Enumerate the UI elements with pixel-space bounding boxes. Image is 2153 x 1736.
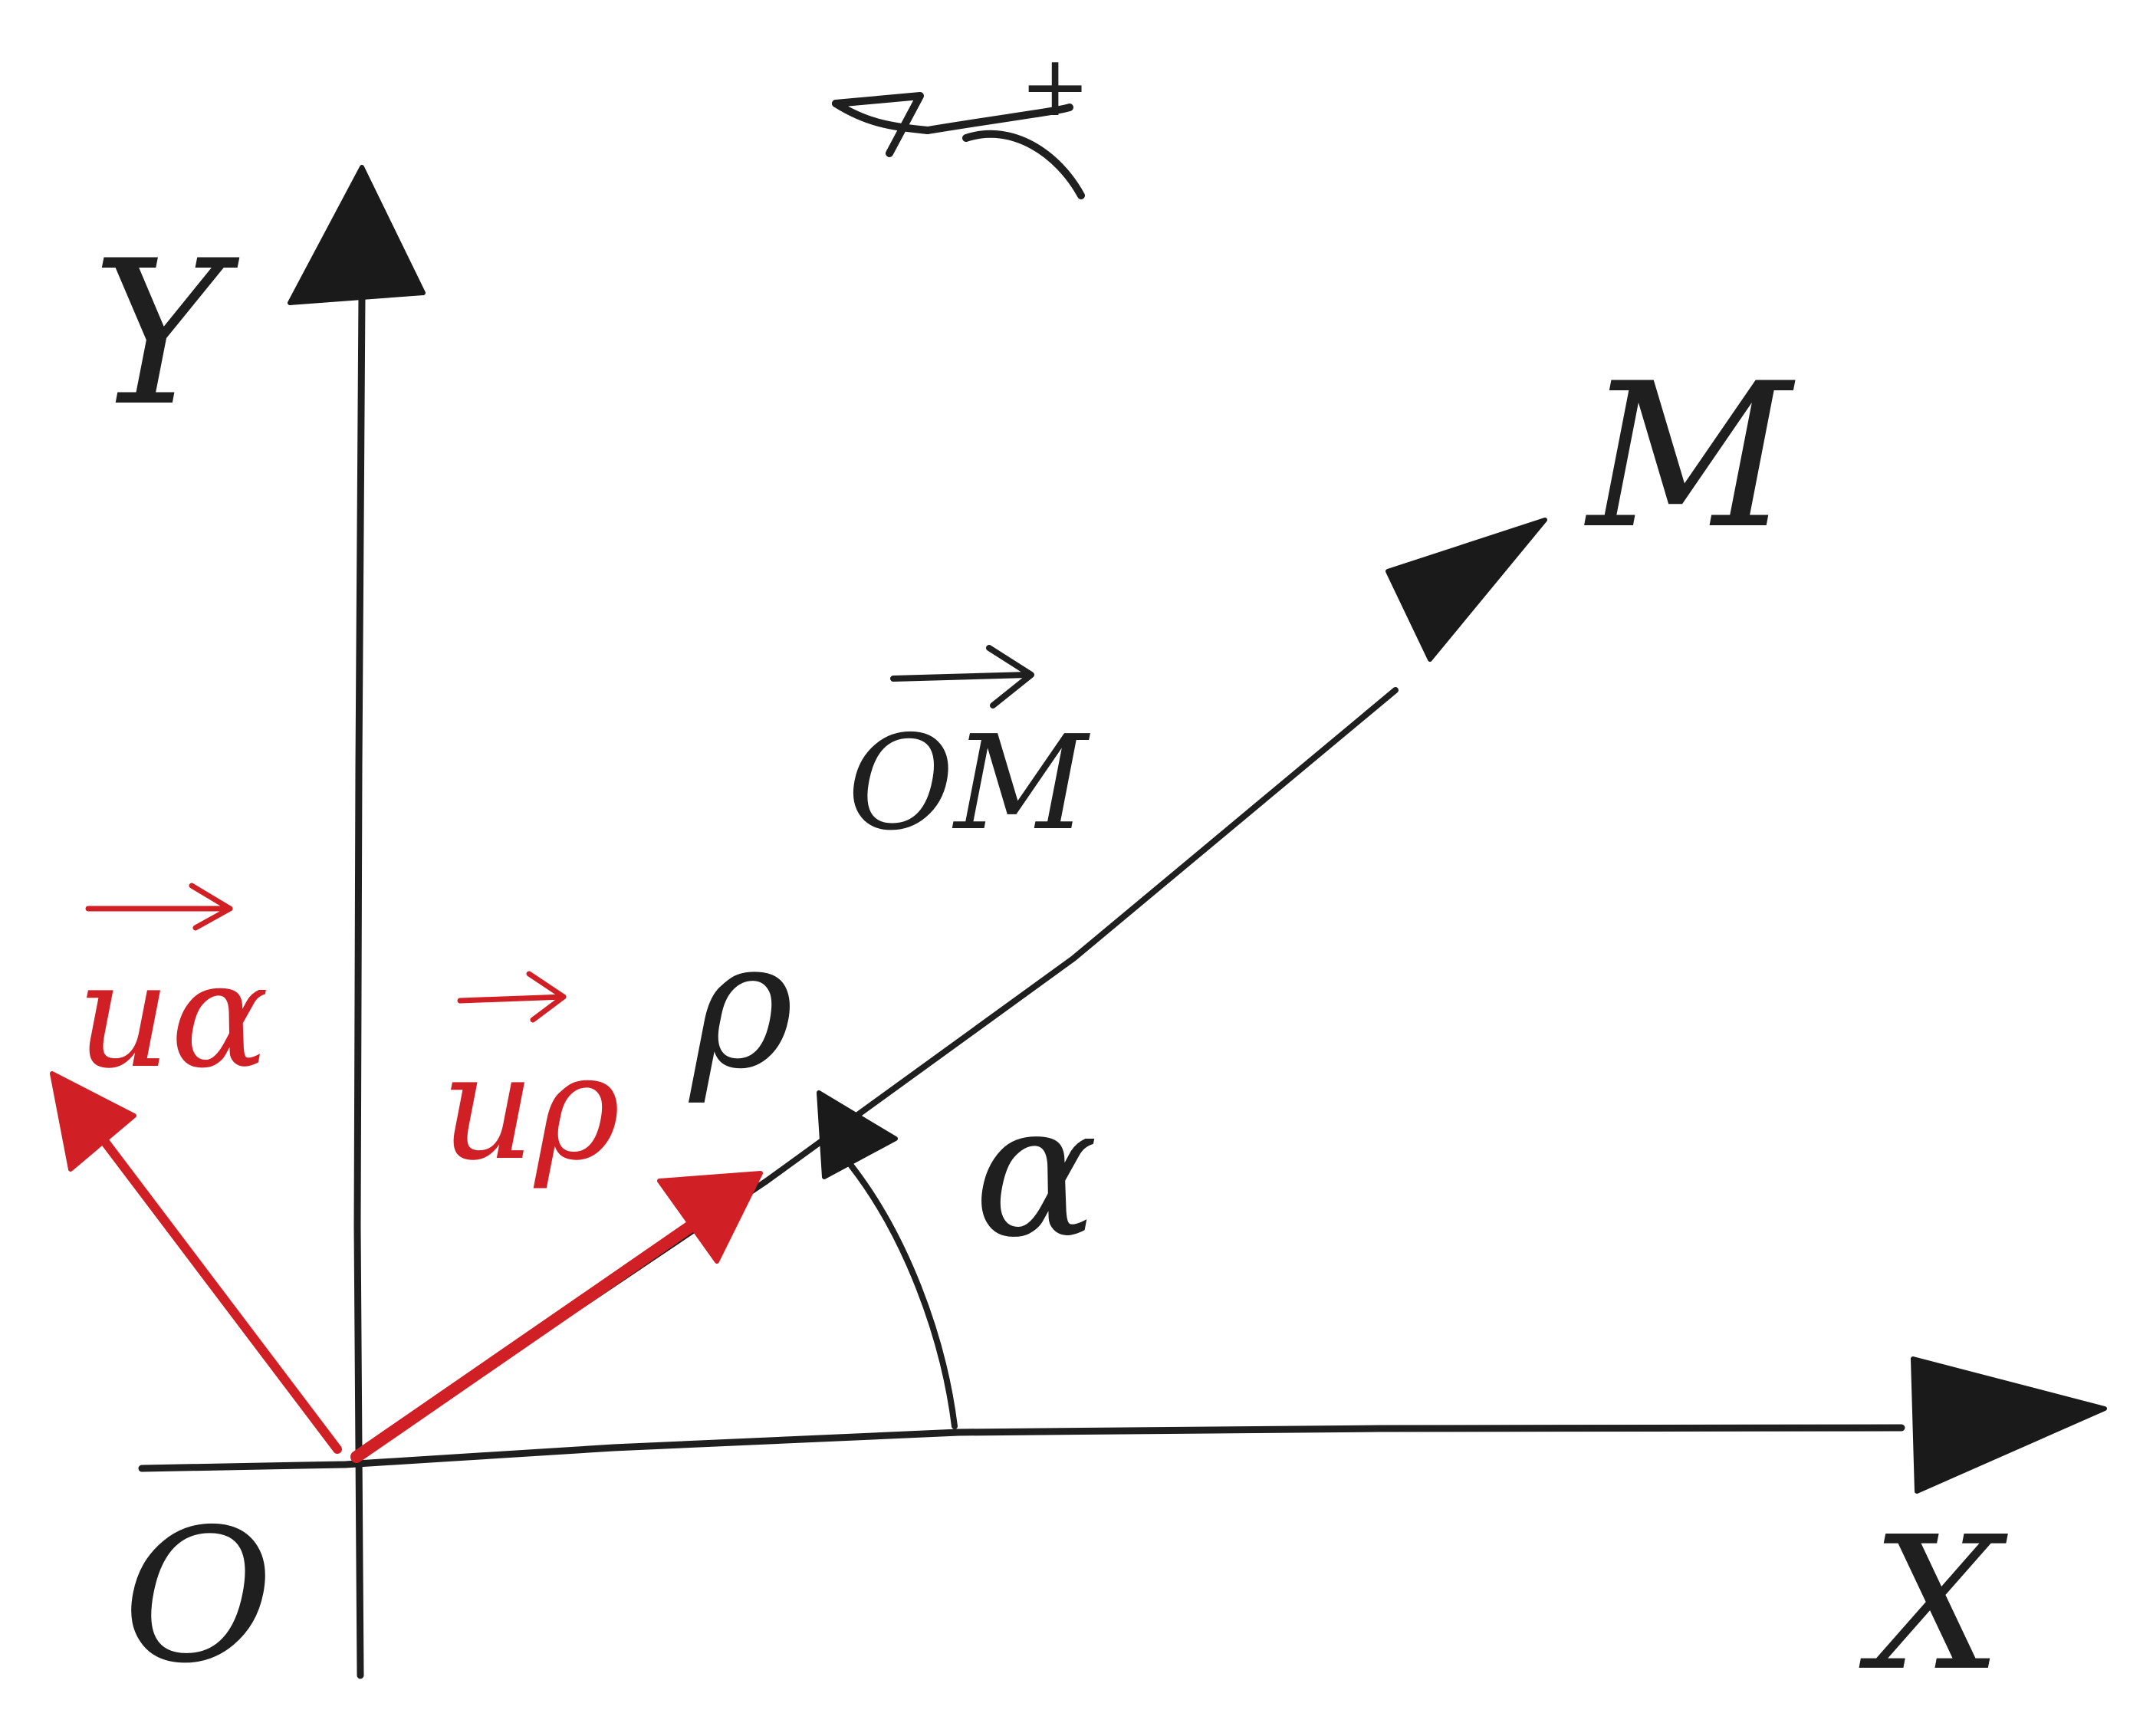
u-rho-vector [350, 1171, 763, 1463]
y-axis-label: Y [92, 219, 242, 450]
om-vector-label: OM [847, 708, 1090, 860]
u-rho-label: uρ [441, 1023, 620, 1192]
point-m-label: M [1584, 341, 1796, 573]
u-alpha-overarrow [85, 883, 233, 931]
om-overarrow [890, 645, 1034, 709]
y-axis [288, 165, 426, 1679]
x-axis-label: X [1859, 1497, 2008, 1711]
alpha-angle-arc [817, 1090, 958, 1429]
om-vector [353, 518, 1547, 1460]
counterclockwise-arrow-icon [832, 92, 1085, 199]
rho-label: ρ [688, 903, 794, 1108]
origin-label: O [123, 1489, 274, 1704]
u-rho-overarrow [457, 971, 567, 1023]
orientation-plus-label: + [1020, 37, 1090, 135]
u-alpha-label: uα [77, 931, 269, 1100]
x-axis [138, 1356, 2107, 1494]
u-alpha-vector [50, 1071, 342, 1454]
alpha-label: α [974, 1064, 1098, 1278]
